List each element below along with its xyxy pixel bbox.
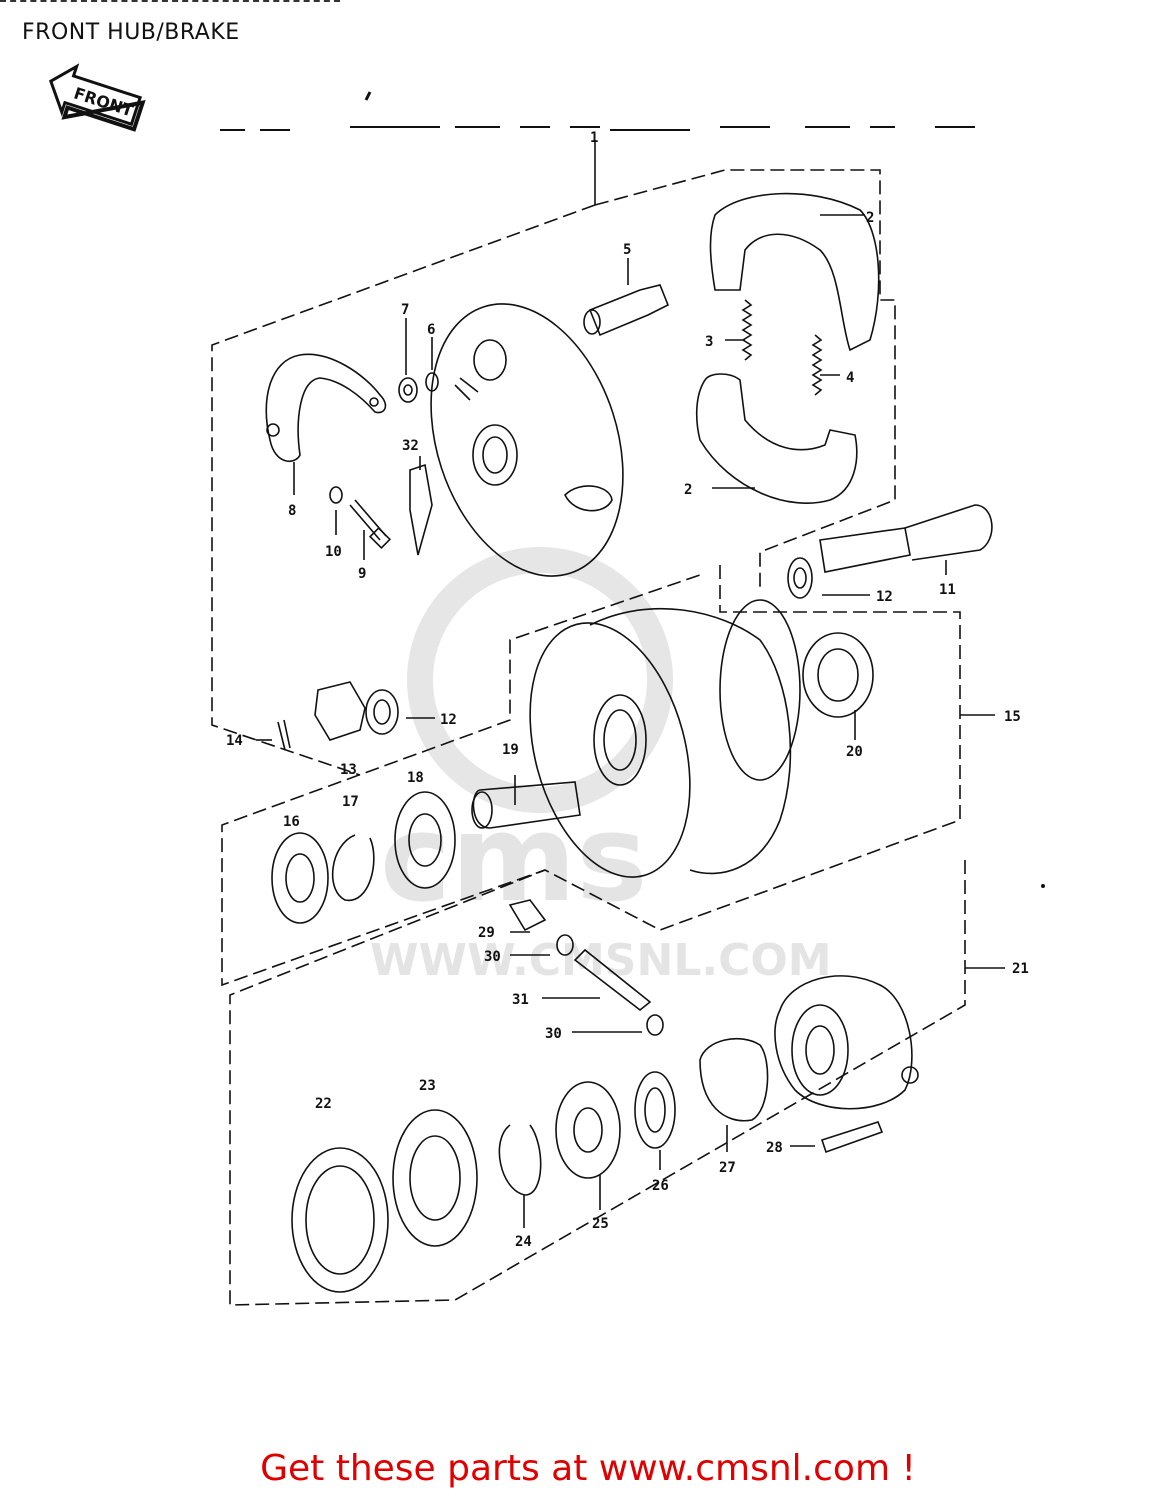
callout-4: 4 [846,370,854,386]
callout-20: 20 [846,744,863,760]
callout-11: 11 [939,582,956,598]
callout-labels: 1 2 2 3 4 5 6 7 8 9 10 11 12 12 13 14 15… [226,130,1029,1250]
watermark-logo-text: cms [380,790,648,929]
stray-mark [364,91,372,101]
callout-30b: 30 [545,1026,562,1042]
callout-15: 15 [1004,709,1021,725]
parts-link-banner[interactable]: Get these parts at www.cmsnl.com ! [260,1448,916,1489]
callout-18: 18 [407,770,424,786]
top-rule [0,0,340,5]
callout-22: 22 [315,1096,332,1112]
front-arrow-icon: FRONT [48,63,146,132]
stray-dot [1041,884,1045,888]
callout-16: 16 [283,814,300,830]
callout-2b: 2 [684,482,692,498]
callout-8: 8 [288,503,296,519]
callout-12b: 12 [440,712,457,728]
callout-27: 27 [719,1160,736,1176]
callout-13: 13 [340,762,357,778]
callout-26: 26 [652,1178,669,1194]
callout-6: 6 [427,322,435,338]
callout-1: 1 [590,130,598,146]
callout-25: 25 [592,1216,609,1232]
page-title: FRONT HUB/BRAKE [22,20,240,45]
callout-14: 14 [226,733,243,749]
watermark-site: WWW.CMSNL.COM [370,935,832,986]
callout-12a: 12 [876,589,893,605]
callout-28: 28 [766,1140,783,1156]
callout-7: 7 [401,302,409,318]
callout-3: 3 [705,334,713,350]
callout-24: 24 [515,1234,532,1250]
callout-31: 31 [512,992,529,1008]
callout-5: 5 [623,242,631,258]
callout-32: 32 [402,438,419,454]
callout-10: 10 [325,544,342,560]
callout-17: 17 [342,794,359,810]
callout-23: 23 [419,1078,436,1094]
callout-9: 9 [358,566,366,582]
callout-19: 19 [502,742,519,758]
callout-2a: 2 [866,210,874,226]
watermark: cms WWW.CMSNL.COM [370,547,832,986]
callout-21: 21 [1012,961,1029,977]
callout-29: 29 [478,925,495,941]
callout-30a: 30 [484,949,501,965]
